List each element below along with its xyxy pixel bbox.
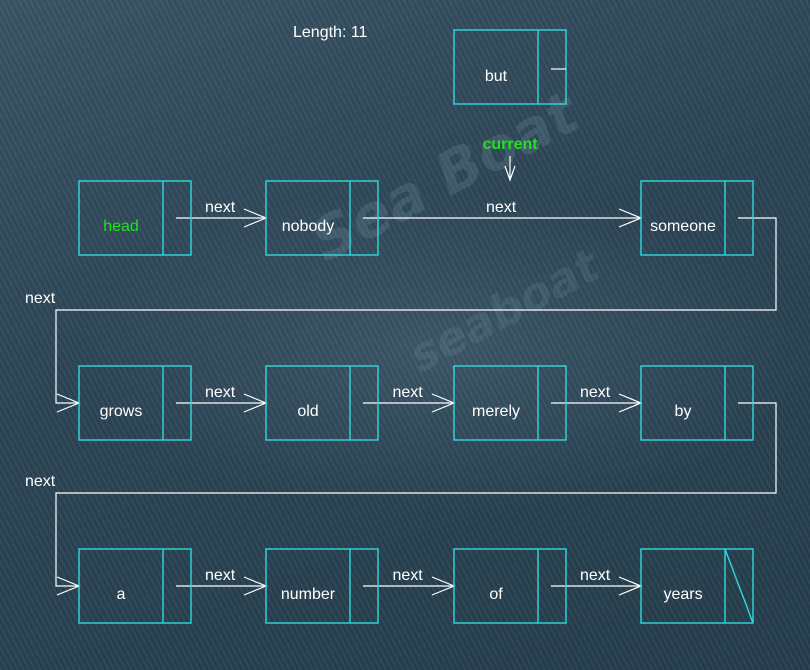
current-pointer: current <box>482 136 538 182</box>
node-box <box>265 365 379 441</box>
next-label: next <box>393 384 424 401</box>
link-a-number: next <box>176 567 268 596</box>
next-label: next <box>205 384 236 401</box>
length-label: Length: 11 <box>293 24 368 41</box>
list-node-a[interactable]: a <box>78 548 192 624</box>
link-arrows: next next next next next next next next next next <box>25 199 777 596</box>
node-label: head <box>103 218 139 235</box>
link-someone-grows: next <box>25 217 777 413</box>
node-box <box>453 29 567 105</box>
list-node-number[interactable]: number <box>265 548 379 624</box>
current-label: current <box>482 136 538 153</box>
node-box <box>265 548 379 624</box>
node-box <box>640 365 754 441</box>
arrow-wrap-path <box>55 402 777 587</box>
node-label: by <box>675 403 692 420</box>
list-nodes: head nobody someone grows old merely by a number… <box>78 180 754 624</box>
link-old-merely: next <box>363 384 456 413</box>
list-node-nobody[interactable]: nobody <box>265 180 379 256</box>
node-label: merely <box>472 403 520 420</box>
list-node-grows[interactable]: grows <box>78 365 192 441</box>
node-box <box>640 180 754 256</box>
node-box <box>78 365 192 441</box>
link-merely-by: next <box>551 384 643 413</box>
next-label: next <box>205 567 236 584</box>
next-label: next <box>486 199 517 216</box>
list-node-of[interactable]: of <box>453 548 567 624</box>
node-label: nobody <box>282 218 335 235</box>
arrow-wrap-path <box>55 217 777 404</box>
node-label: of <box>489 586 503 603</box>
link-number-of: next <box>363 567 456 596</box>
next-label: next <box>580 567 611 584</box>
link-of-years: next <box>551 567 643 596</box>
node-label: a <box>117 586 126 603</box>
node-box <box>78 180 192 256</box>
node-label: grows <box>100 403 143 420</box>
next-label: next <box>393 567 424 584</box>
list-node-head[interactable]: head <box>78 180 192 256</box>
floating-node-label: but <box>485 68 508 85</box>
list-node-years[interactable]: years <box>640 548 754 624</box>
list-node-someone[interactable]: someone <box>640 180 754 256</box>
node-label: number <box>281 586 336 603</box>
list-node-by[interactable]: by <box>640 365 754 441</box>
null-pointer-slash <box>724 548 754 624</box>
list-node-old[interactable]: old <box>265 365 379 441</box>
next-label: next <box>580 384 611 401</box>
floating-node[interactable]: but <box>453 29 567 105</box>
node-label: years <box>663 586 702 603</box>
next-label: next <box>205 199 236 216</box>
current-arrow-head <box>504 165 516 182</box>
node-label: someone <box>650 218 716 235</box>
list-node-merely[interactable]: merely <box>453 365 567 441</box>
next-label: next <box>25 290 56 307</box>
link-nobody-someone: next <box>363 199 643 228</box>
next-label: next <box>25 473 56 490</box>
node-label: old <box>297 403 318 420</box>
node-box <box>640 548 754 624</box>
node-box <box>453 548 567 624</box>
link-head-nobody: next <box>176 199 268 228</box>
node-box <box>453 365 567 441</box>
node-box <box>265 180 379 256</box>
node-box <box>78 548 192 624</box>
link-grows-old: next <box>176 384 268 413</box>
